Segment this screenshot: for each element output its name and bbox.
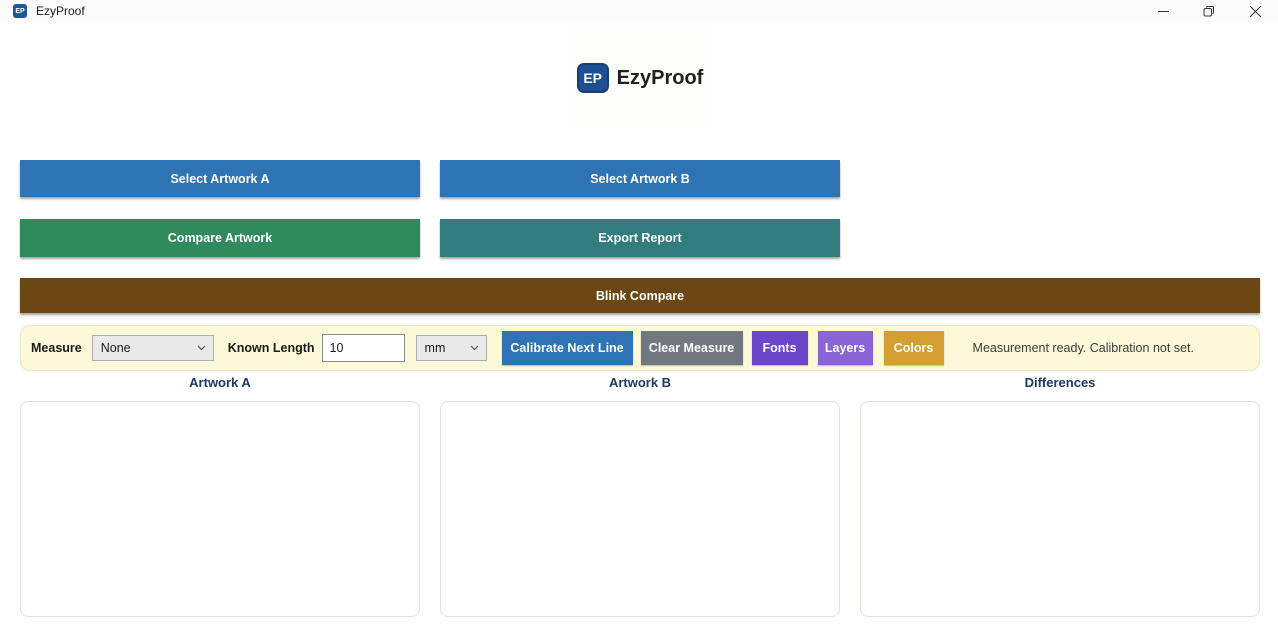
close-button[interactable]	[1232, 0, 1278, 22]
unit-dropdown[interactable]: mm	[415, 335, 487, 361]
window-title: EzyProof	[36, 4, 85, 18]
calibrate-next-line-button[interactable]: Calibrate Next Line	[501, 331, 633, 365]
artwork-b-header: Artwork B	[608, 375, 672, 390]
artwork-a-panel[interactable]	[20, 401, 420, 617]
artwork-b-panel[interactable]	[440, 401, 840, 617]
chevron-down-icon	[197, 345, 206, 351]
known-length-label: Known Length	[227, 341, 315, 355]
compare-artwork-button[interactable]: Compare Artwork	[20, 219, 420, 257]
minimize-button[interactable]	[1140, 0, 1186, 22]
window-controls	[1140, 0, 1278, 22]
unit-value: mm	[424, 341, 446, 355]
measurement-status-text: Measurement ready. Calibration not set.	[972, 341, 1194, 355]
select-artwork-a-button[interactable]: Select Artwork A	[20, 160, 420, 197]
logo-name: EzyProof	[616, 66, 704, 89]
known-length-input[interactable]	[321, 334, 405, 362]
artwork-a-header: Artwork A	[189, 375, 251, 390]
chevron-down-icon	[470, 345, 478, 351]
layers-button[interactable]: Layers	[817, 331, 873, 365]
restore-icon	[1203, 6, 1214, 17]
select-artwork-b-button[interactable]: Select Artwork B	[440, 160, 840, 197]
differences-header: Differences	[1024, 375, 1096, 390]
blink-compare-button[interactable]: Blink Compare	[20, 278, 1260, 313]
measure-mode-value: None	[100, 341, 131, 355]
differences-panel[interactable]	[860, 401, 1260, 617]
restore-button[interactable]	[1186, 0, 1232, 22]
clear-measure-button[interactable]: Clear Measure	[640, 331, 743, 365]
minimize-icon	[1157, 10, 1169, 12]
export-report-button[interactable]: Export Report	[440, 219, 840, 257]
measurement-toolbar: Measure None Known Length mm Calibrate N…	[20, 325, 1260, 371]
fonts-button[interactable]: Fonts	[751, 331, 808, 365]
measure-label: Measure	[31, 341, 82, 355]
titlebar: EP EzyProof	[0, 0, 1278, 22]
logo-ep-icon: EP	[576, 63, 609, 93]
app-icon: EP	[13, 4, 27, 18]
colors-button[interactable]: Colors	[883, 331, 944, 365]
measure-mode-dropdown[interactable]: None	[91, 335, 214, 361]
close-icon	[1249, 5, 1261, 17]
app-logo: EP EzyProof	[568, 30, 712, 126]
